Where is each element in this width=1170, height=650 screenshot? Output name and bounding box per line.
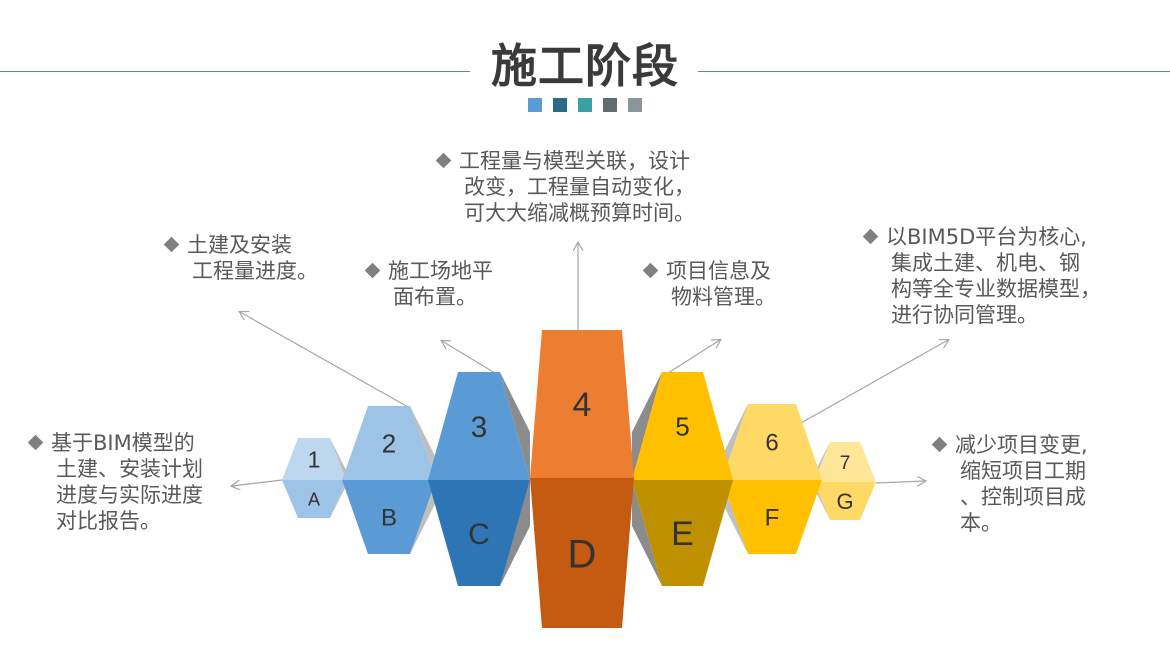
block-letter-label: E <box>671 515 694 553</box>
block-bottom-face <box>530 478 634 628</box>
block-top-face <box>428 372 530 480</box>
block-number-label: 4 <box>573 386 592 424</box>
connector-c <box>442 341 496 374</box>
connector-a <box>232 479 283 486</box>
block-top-face <box>814 442 876 482</box>
stage-block-b: 2B <box>342 406 436 554</box>
accent-square-5 <box>628 98 642 112</box>
block-number-label: 1 <box>308 446 321 472</box>
block-side-face <box>632 372 662 586</box>
diamond-bullet-icon <box>163 236 180 253</box>
block-top-face <box>722 404 822 480</box>
note-line: 土建及安装 <box>187 233 292 257</box>
note-line: 项目信息及 <box>666 259 771 283</box>
connector-e <box>667 340 720 374</box>
note-f: 以BIM5D平台为核心,集成土建、机电、钢构等全专业数据模型，进行协同管理。 <box>862 224 1101 328</box>
note-line: 、控制项目成 <box>960 485 1086 509</box>
note-line: 面布置。 <box>393 285 477 309</box>
note-line: 工程量与模型关联，设计 <box>459 149 690 173</box>
note-line: 以BIM5D平台为核心, <box>886 225 1087 249</box>
note-line: 进行协同管理。 <box>891 303 1038 327</box>
block-bottom-face <box>282 480 346 518</box>
diamond-bullet-icon <box>27 434 44 451</box>
note-line: 进度与实际进度 <box>56 483 203 507</box>
diamond-bullet-icon <box>364 262 381 279</box>
block-bottom-face <box>632 480 733 586</box>
block-letter-label: D <box>568 532 597 576</box>
connector-g <box>875 481 925 483</box>
block-letter-label: A <box>308 489 320 509</box>
block-number-label: 7 <box>840 453 851 474</box>
block-side-face <box>722 404 748 554</box>
block-side-face <box>410 406 436 554</box>
note-line: 对比报告。 <box>56 509 161 533</box>
stage-block-g: 7G <box>814 442 876 520</box>
diamond-bullet-icon <box>862 228 879 245</box>
block-side-face <box>500 372 530 586</box>
note-line: 基于BIM模型的 <box>51 431 195 455</box>
diamond-bullet-icon <box>931 436 948 453</box>
block-number-label: 6 <box>765 430 778 457</box>
note-c: 施工场地平面布置。 <box>364 258 493 310</box>
note-line: 物料管理。 <box>671 285 776 309</box>
stage-block-f: 6F <box>722 404 822 554</box>
note-line: 工程量进度。 <box>192 259 318 283</box>
note-e: 项目信息及物料管理。 <box>642 258 776 310</box>
stage-block-d: 4D <box>530 330 634 628</box>
note-d: 工程量与模型关联，设计改变，工程量自动变化，可大大缩减概预算时间。 <box>435 148 695 226</box>
accent-square-1 <box>528 98 542 112</box>
title-rule-right <box>698 71 1170 72</box>
note-line: 改变，工程量自动变化， <box>464 175 695 199</box>
note-b: 土建及安装工程量进度。 <box>163 232 318 284</box>
accent-square-4 <box>603 98 617 112</box>
block-top-face <box>530 330 634 478</box>
stage-block-a: 1A <box>282 438 346 518</box>
accent-square-3 <box>578 98 592 112</box>
block-top-face <box>282 438 346 480</box>
title-rule-left <box>0 71 470 72</box>
connector-b <box>240 312 409 408</box>
block-bottom-face <box>342 480 436 554</box>
note-line: 减少项目变更, <box>955 433 1088 457</box>
block-top-face <box>342 406 436 480</box>
note-line: 构等全专业数据模型， <box>891 277 1101 301</box>
diamond-bullet-icon <box>435 152 452 169</box>
block-letter-label: G <box>836 489 853 514</box>
block-letter-label: C <box>468 518 490 551</box>
block-letter-label: F <box>765 505 780 532</box>
block-number-label: 3 <box>471 411 488 444</box>
stage-block-c: 3C <box>428 372 530 586</box>
note-a: 基于BIM模型的土建、安装计划进度与实际进度对比报告。 <box>27 430 203 534</box>
diamond-bullet-icon <box>642 262 659 279</box>
note-line: 可大大缩减概预算时间。 <box>464 201 695 225</box>
stage-block-e: 5E <box>632 372 733 586</box>
block-bottom-face <box>814 482 876 520</box>
page-title: 施工阶段 <box>491 39 679 93</box>
note-line: 集成土建、机电、钢 <box>891 251 1080 275</box>
block-letter-label: B <box>381 505 397 532</box>
note-line: 土建、安装计划 <box>56 457 203 481</box>
connector-f <box>784 340 948 433</box>
block-bottom-face <box>428 480 530 586</box>
note-line: 施工场地平 <box>388 259 493 283</box>
note-line: 缩短项目工期 <box>960 459 1086 483</box>
note-line: 本。 <box>960 511 1002 535</box>
block-top-face <box>632 372 733 480</box>
block-bottom-face <box>722 480 822 554</box>
block-side-face <box>330 438 346 518</box>
note-g: 减少项目变更,缩短项目工期、控制项目成本。 <box>931 432 1088 536</box>
block-number-label: 2 <box>382 428 396 458</box>
accent-square-2 <box>553 98 567 112</box>
block-number-label: 5 <box>675 411 689 441</box>
